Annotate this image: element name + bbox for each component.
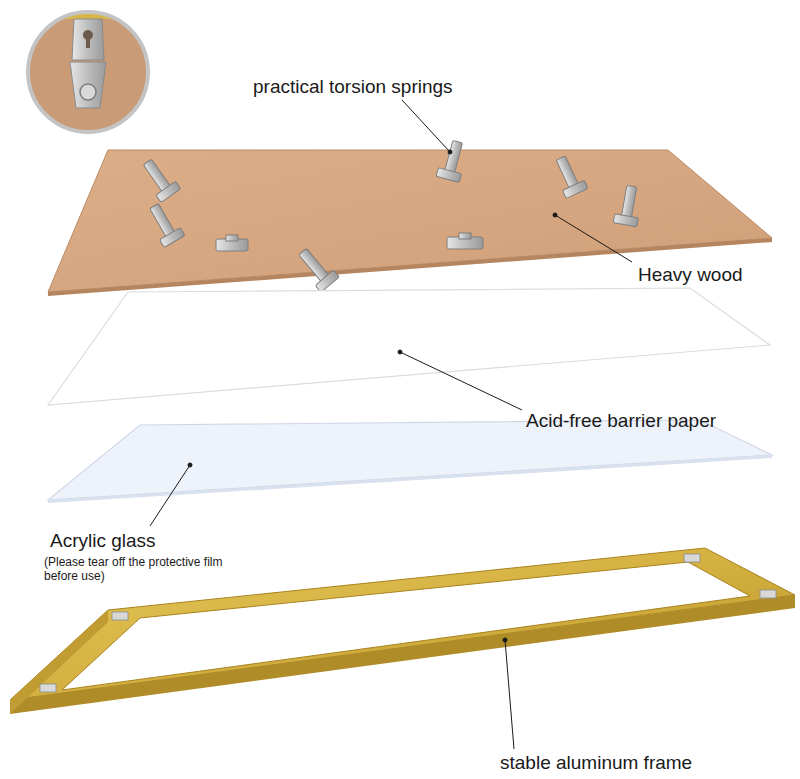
leader-dot — [188, 463, 192, 467]
frame-side-face — [10, 610, 108, 714]
acrylic-sheet — [48, 420, 772, 503]
corner-bracket — [112, 612, 128, 620]
inset-keyhole — [83, 30, 93, 48]
leader-line — [402, 100, 450, 152]
acrylic-glass — [48, 420, 772, 500]
spring — [138, 155, 181, 202]
spring — [613, 184, 643, 227]
spring — [144, 200, 185, 248]
frame-front-face — [10, 595, 795, 714]
corner-brackets — [40, 554, 776, 692]
inset-hanger — [72, 19, 104, 60]
spring — [436, 139, 469, 183]
corner-bracket — [40, 684, 56, 692]
inset-spring — [70, 62, 106, 108]
inset-detail — [20, 5, 160, 145]
part-label: Acrylic glass — [50, 530, 156, 552]
part-label: Acid-free barrier paper — [526, 410, 716, 432]
backing-board — [48, 150, 772, 296]
leader-line — [505, 640, 514, 749]
wood-edge — [48, 238, 772, 296]
barrier-paper — [48, 288, 770, 405]
corner-bracket — [760, 590, 776, 598]
leader-dot — [448, 150, 452, 154]
spring — [550, 153, 588, 198]
leader-line — [555, 215, 632, 262]
spring — [447, 233, 483, 249]
wood-board — [48, 150, 772, 292]
part-label: stable aluminum frame — [500, 752, 692, 774]
acrylic-edge — [48, 455, 772, 503]
part-label: practical torsion springs — [253, 76, 453, 98]
leader-dot — [398, 350, 402, 354]
leader-dot — [553, 213, 557, 217]
aluminum-frame — [10, 548, 795, 714]
corner-bracket — [684, 554, 700, 562]
inset-rivet — [80, 84, 96, 100]
part-label: Heavy wood — [638, 264, 743, 286]
inset-ring — [28, 12, 148, 132]
leader-dot — [503, 638, 507, 642]
inset-wood — [20, 5, 160, 145]
leader-line — [150, 465, 190, 526]
torsion-springs — [138, 139, 644, 293]
frame-top-face — [10, 548, 795, 700]
spring — [293, 244, 339, 292]
note-label: (Please tear off the protective film bef… — [44, 556, 244, 584]
leader-line — [400, 352, 522, 410]
spring — [216, 235, 248, 251]
